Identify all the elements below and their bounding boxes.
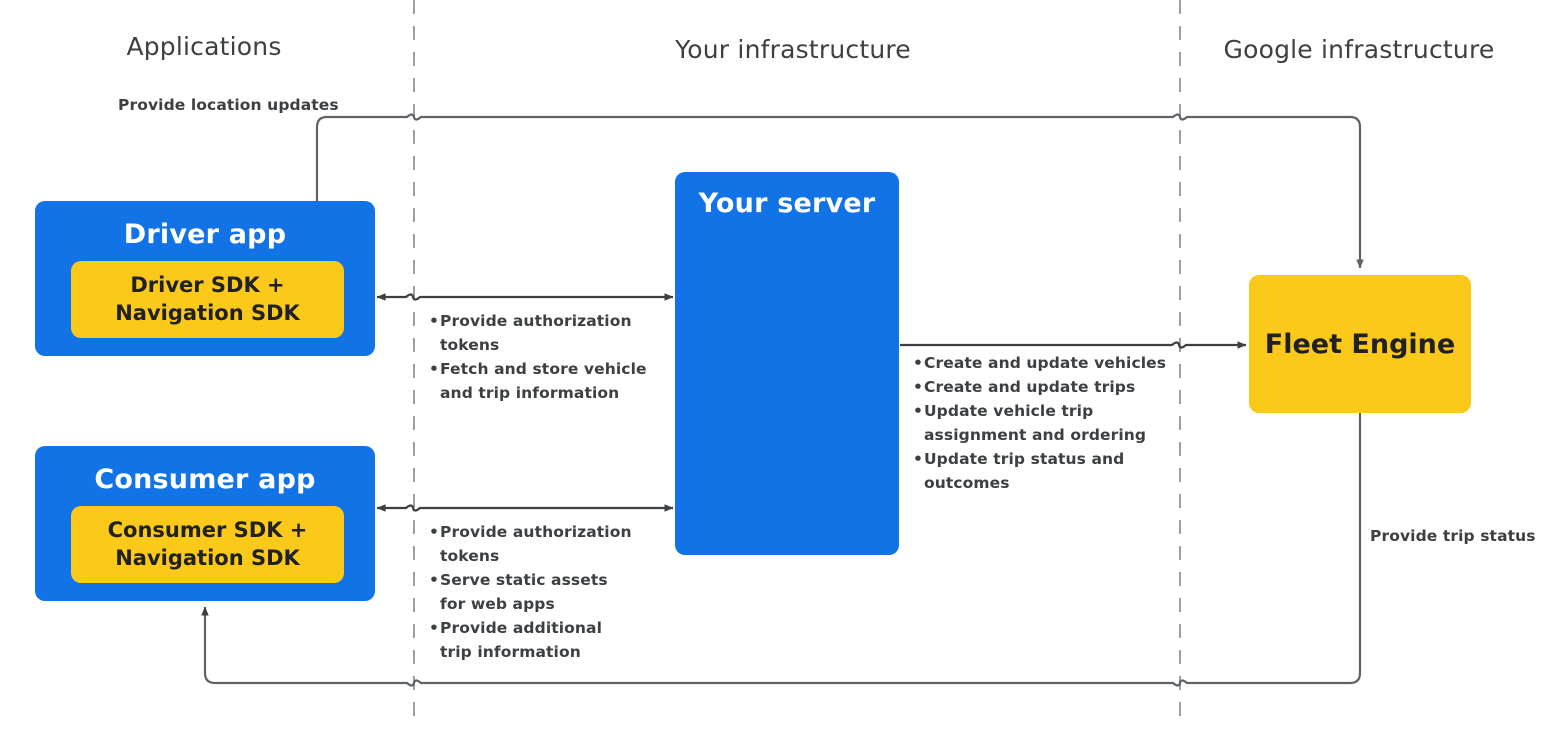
bullet-line: tokens bbox=[440, 547, 500, 566]
edge-label-provide-trip-status: Provide trip status bbox=[1370, 527, 1536, 545]
list-item: Provide authorization tokens bbox=[429, 520, 664, 568]
list-item: Update trip status and outcomes bbox=[913, 447, 1173, 495]
list-item: Create and update trips bbox=[913, 375, 1173, 399]
edge-driver-server bbox=[376, 293, 674, 301]
edge-bullets-consumer-server: Provide authorization tokens Serve static… bbox=[429, 520, 664, 664]
list-item: Create and update vehicles bbox=[913, 351, 1173, 375]
bullet-line: Create and update vehicles bbox=[924, 354, 1167, 372]
bullet-line: trip information bbox=[440, 643, 581, 662]
bullet-line: Provide authorization bbox=[440, 312, 632, 330]
bullet-line: Provide additional bbox=[440, 619, 603, 638]
bullet-line: Create and update trips bbox=[924, 378, 1136, 397]
fleet-engine-title: Fleet Engine bbox=[1264, 328, 1456, 360]
node-your-server[interactable]: Your server bbox=[675, 172, 899, 555]
consumer-sdk-label: Consumer SDK + Navigation SDK bbox=[107, 517, 308, 570]
node-driver-app[interactable]: Driver app Driver SDK + Navigation SDK bbox=[35, 201, 375, 356]
consumer-app-title: Consumer app bbox=[94, 464, 316, 495]
edge-consumer-server bbox=[376, 504, 674, 512]
bullet-line: Update trip status and bbox=[924, 450, 1125, 469]
edge-bullets-server-fleet: Create and update vehicles Create and up… bbox=[913, 351, 1173, 495]
driver-app-title: Driver app bbox=[123, 219, 287, 250]
edge-bullets-driver-server: Provide authorization tokens Fetch and st… bbox=[429, 309, 664, 405]
bullet-line: Fetch and store vehicle bbox=[440, 360, 647, 379]
node-fleet-engine[interactable]: Fleet Engine bbox=[1249, 275, 1471, 413]
bullet-line: for web apps bbox=[440, 595, 555, 614]
node-consumer-sdk[interactable]: Consumer SDK + Navigation SDK bbox=[71, 506, 344, 583]
list-item: Fetch and store vehicle and trip informat… bbox=[429, 357, 664, 405]
bullet-line: tokens bbox=[440, 336, 500, 355]
bullet-line: Provide authorization bbox=[440, 523, 632, 541]
bullet-line: assignment and ordering bbox=[924, 426, 1147, 445]
column-heading-applications: Applications bbox=[126, 32, 282, 61]
bullet-line: outcomes bbox=[924, 474, 1010, 493]
driver-sdk-label: Driver SDK + Navigation SDK bbox=[115, 272, 300, 325]
node-driver-sdk[interactable]: Driver SDK + Navigation SDK bbox=[71, 261, 344, 338]
column-heading-google-infrastructure: Google infrastructure bbox=[1223, 35, 1495, 64]
list-item: Provide authorization tokens bbox=[429, 309, 664, 357]
bullet-line: and trip information bbox=[440, 384, 620, 403]
your-server-title: Your server bbox=[698, 188, 876, 219]
list-item: Serve static assets for web apps bbox=[429, 568, 664, 616]
list-item: Update vehicle trip assignment and orderi… bbox=[913, 399, 1173, 447]
edge-server-fleet bbox=[900, 341, 1247, 349]
node-consumer-app[interactable]: Consumer app Consumer SDK + Navigation S… bbox=[35, 446, 375, 601]
bullet-line: Update vehicle trip bbox=[924, 402, 1094, 421]
column-heading-your-infrastructure: Your infrastructure bbox=[675, 35, 911, 64]
list-item: Provide additional trip information bbox=[429, 616, 664, 664]
edge-label-provide-location-updates: Provide location updates bbox=[118, 96, 339, 114]
bullet-line: Serve static assets bbox=[440, 571, 608, 590]
